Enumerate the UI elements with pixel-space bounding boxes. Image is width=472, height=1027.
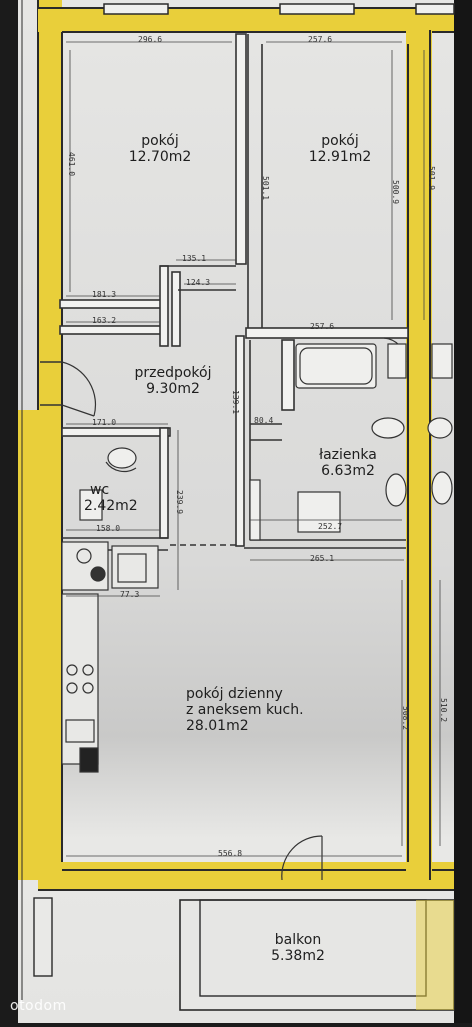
room-label-balcony: balkon 5.38m2 <box>248 932 348 964</box>
room-area: 12.70m2 <box>128 149 192 165</box>
dim-left-room-height: 461.0 <box>67 152 76 177</box>
dim-bath-side: 139.1 <box>231 390 240 415</box>
room-area: 2.42m2 <box>84 498 138 514</box>
dim-hall-row4: 163.2 <box>92 316 117 325</box>
room-label-bathroom: łazienka 6.63m2 <box>298 447 398 479</box>
room-label-bedroom-right: pokój 12.91m2 <box>290 133 390 165</box>
room-area: 28.01m2 <box>186 718 249 734</box>
room-name: pokój dzienny <box>186 686 283 702</box>
dim-hall-row2: 124.3 <box>186 278 211 287</box>
dim-mid-right: 257.6 <box>310 322 335 331</box>
dim-right-room-height-b: 500.9 <box>391 180 400 205</box>
dim-wc-side: 239.9 <box>175 490 184 515</box>
dim-hall-row3: 181.3 <box>92 290 117 299</box>
room-name: balkon <box>274 932 322 948</box>
dim-far-right-low: 510.2 <box>439 698 448 723</box>
dim-top-left: 296.6 <box>138 35 163 44</box>
room-label-bedroom-left: pokój 12.70m2 <box>110 133 210 165</box>
dim-wc-bottom: 158.0 <box>96 524 121 533</box>
interior-walls <box>40 33 409 551</box>
dim-far-right: 501.9 <box>427 166 436 191</box>
dim-bottom: 556.8 <box>218 849 243 858</box>
room-area: 5.38m2 <box>271 948 325 964</box>
dim-bath-small: 80.4 <box>254 416 274 425</box>
room-name: łazienka <box>319 447 377 463</box>
dimension-lines <box>66 41 441 857</box>
dim-hall-row1: 135.1 <box>182 254 207 263</box>
room-name: pokój <box>141 133 179 149</box>
room-area: 9.30m2 <box>146 381 200 397</box>
dim-top-right: 257.6 <box>308 35 333 44</box>
kitchen-fixtures <box>61 541 159 773</box>
bathroom-fixtures <box>79 343 453 541</box>
room-name-sub: z aneksem kuch. <box>186 702 304 718</box>
dim-bath-bottom: 252.7 <box>318 522 343 531</box>
room-label-wc: wc 2.42m2 <box>84 482 174 514</box>
room-area: 6.63m2 <box>321 463 375 479</box>
dim-kitchen-small: 77.3 <box>120 590 140 599</box>
room-label-living: pokój dzienny z aneksem kuch. 28.01m2 <box>186 686 366 734</box>
room-name: pokój <box>321 133 359 149</box>
dim-wc-top: 171.0 <box>92 418 117 427</box>
dim-living-side: 508.2 <box>401 706 410 731</box>
outer-walls <box>18 0 454 1000</box>
room-label-hallway: przedpokój 9.30m2 <box>118 365 228 397</box>
top-windows <box>103 3 455 15</box>
room-name: przedpokój <box>134 365 212 381</box>
dim-right-room-height: 501.1 <box>261 176 270 201</box>
watermark-logo: otodom <box>10 998 67 1014</box>
room-name: wc <box>90 482 110 498</box>
balcony-structure <box>33 897 455 1011</box>
room-area: 12.91m2 <box>308 149 372 165</box>
right-dark-border <box>454 0 472 1023</box>
dim-corridor: 265.1 <box>310 554 335 563</box>
